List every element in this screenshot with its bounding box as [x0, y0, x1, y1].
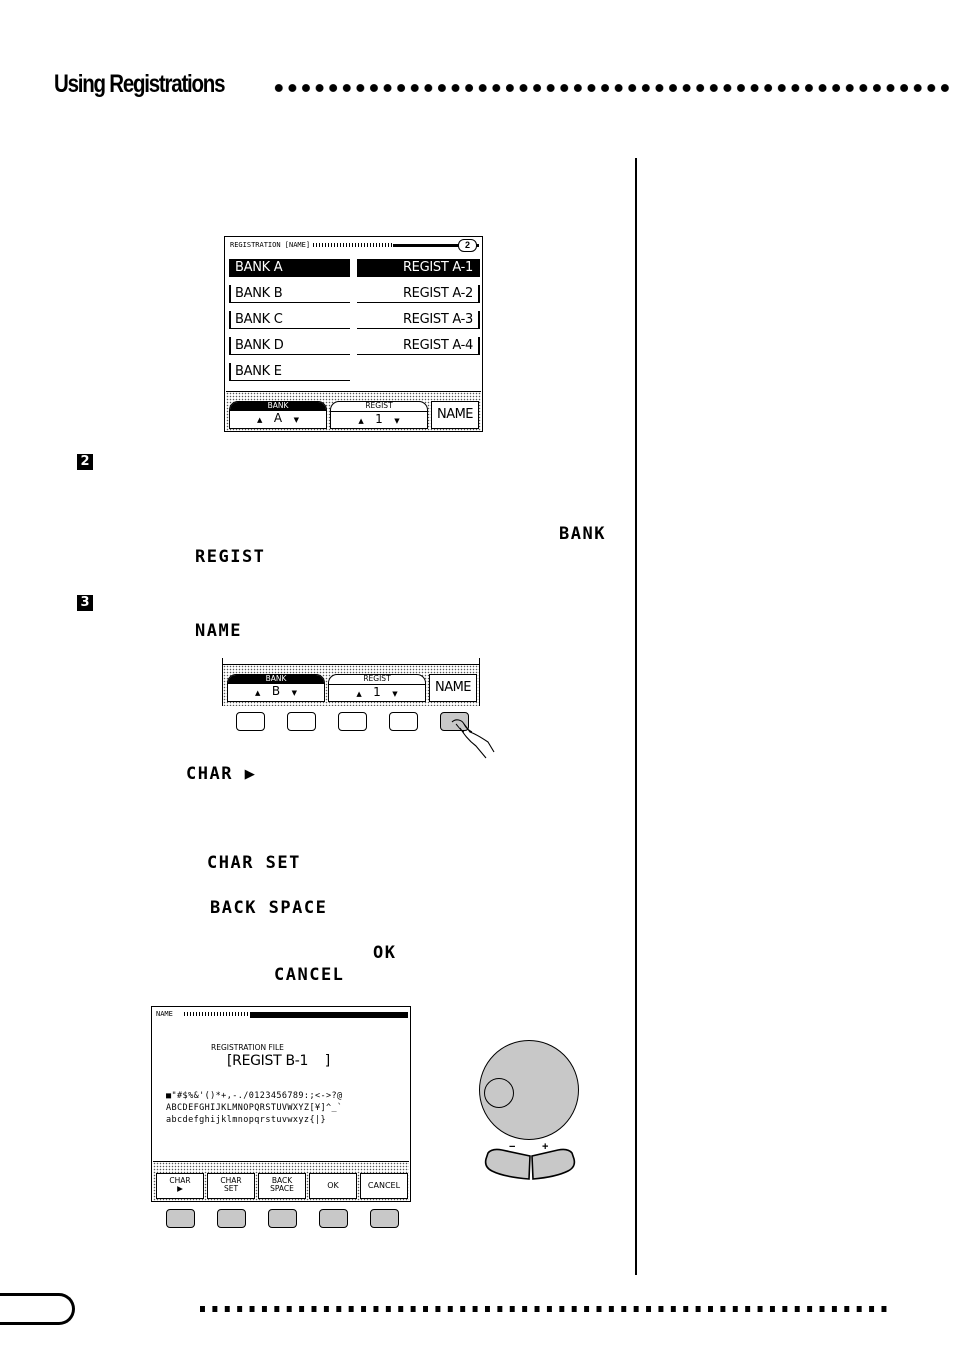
lcd-name-entry: NAME REGISTRATION FILE [REGIST B-1 ] ■"#… [151, 1006, 411, 1202]
panel-button-1[interactable] [236, 712, 265, 731]
softkey-charset-line1: CHAR [220, 1176, 242, 1185]
step-3-marker: 3 [77, 595, 93, 611]
softkey-regist-value: 1 [373, 685, 381, 699]
softkey-bank-label: BANK [228, 675, 324, 684]
lcd-title-bar [313, 243, 393, 247]
up-arrow-icon: ▲ [356, 690, 362, 698]
softkey-cancel[interactable]: CANCEL [360, 1173, 408, 1199]
title-dot-leader [272, 82, 954, 94]
regist-row-2[interactable]: REGIST A-2 [357, 285, 480, 303]
down-arrow-icon: ▼ [291, 689, 297, 697]
panel-button-4[interactable] [389, 712, 418, 731]
registration-file-label: REGISTRATION FILE [211, 1043, 284, 1052]
bank-row-a[interactable]: BANK A [229, 259, 350, 277]
cancel-keyword: CANCEL [274, 965, 345, 985]
bank-row-e[interactable]: BANK E [229, 363, 350, 381]
panel-button-2[interactable] [217, 1209, 246, 1228]
softkey-bank-value-row: ▲ B ▼ [228, 684, 324, 701]
lcd-title-rule [250, 1012, 408, 1018]
ok-keyword: OK [373, 943, 397, 963]
footer-dot-leader [200, 1306, 890, 1314]
minus-plus-buttons [484, 1148, 576, 1180]
panel-button-1[interactable] [166, 1209, 195, 1228]
up-arrow-icon: ▲ [255, 689, 261, 697]
softkey-bank[interactable]: BANK ▲ B ▼ [227, 674, 325, 702]
panel-button-4[interactable] [319, 1209, 348, 1228]
step-2-marker: 2 [77, 454, 93, 470]
softkey-regist-value: 1 [375, 412, 383, 426]
column-divider [635, 158, 637, 1275]
softkey-char-set[interactable]: CHAR SET [207, 1173, 255, 1199]
softkey-back-line2: SPACE [270, 1184, 294, 1193]
softkey-bank-value: B [271, 684, 281, 698]
softkey-name[interactable]: NAME [431, 401, 479, 429]
softkey-bank-value: A [273, 411, 283, 425]
softkey-regist-value-row: ▲ 1 ▼ [329, 685, 425, 702]
bank-row-c[interactable]: BANK C [229, 311, 350, 329]
minus-label: − [509, 1141, 516, 1153]
softkey-charset-line2: SET [223, 1184, 239, 1193]
panel-button-3[interactable] [268, 1209, 297, 1228]
bank-row-b[interactable]: BANK B [229, 285, 350, 303]
page-tab [0, 1293, 75, 1325]
charset-keyword: CHAR SET [207, 853, 301, 873]
name-keyword: NAME [195, 621, 242, 641]
regist-row-4[interactable]: REGIST A-4 [357, 337, 480, 355]
name-input-field[interactable]: [REGIST B-1 ] [227, 1053, 330, 1069]
lcd-title-bar [184, 1012, 250, 1016]
panel-button-3[interactable] [338, 712, 367, 731]
data-dial[interactable] [479, 1040, 579, 1140]
bank-keyword: BANK [559, 524, 606, 544]
up-arrow-icon: ▲ [257, 416, 263, 424]
softkey-regist[interactable]: REGIST ▲ 1 ▼ [330, 401, 428, 429]
up-arrow-icon: ▲ [358, 417, 364, 425]
softkey-name[interactable]: NAME [429, 674, 477, 702]
panel-button-2[interactable] [287, 712, 316, 731]
softkey-regist-label: REGIST [329, 675, 425, 685]
softkey-char-label: CHAR [169, 1176, 191, 1185]
char-table-row-3[interactable]: abcdefghijklmnopqrstuvwxyz{|} [166, 1115, 327, 1125]
softkey-back-space[interactable]: BACK SPACE [258, 1173, 306, 1199]
down-arrow-icon: ▼ [293, 416, 299, 424]
panel-button-5[interactable] [370, 1209, 399, 1228]
softkey-char[interactable]: CHAR ▶ [156, 1173, 204, 1199]
regist-row-3[interactable]: REGIST A-3 [357, 311, 480, 329]
softkey-regist[interactable]: REGIST ▲ 1 ▼ [328, 674, 426, 702]
char-table-row-2[interactable]: ABCDEFGHIJKLMNOPQRSTUVWXYZ[¥]^_` [166, 1103, 343, 1113]
softkey-regist-label: REGIST [331, 402, 427, 412]
down-arrow-icon: ▼ [394, 417, 400, 425]
softkey-bank[interactable]: BANK ▲ A ▼ [229, 401, 327, 429]
char-keyword: CHAR ▶ [186, 764, 257, 784]
bank-row-d[interactable]: BANK D [229, 337, 350, 355]
fragment-top-rule [223, 664, 479, 665]
page-number-badge: 2 [458, 239, 477, 252]
dial-finger-dimple [484, 1078, 514, 1108]
lcd-softkey-fragment: BANK ▲ B ▼ REGIST ▲ 1 ▼ NAME [222, 658, 480, 706]
softkey-back-line1: BACK [271, 1176, 293, 1185]
pressing-finger-icon [451, 719, 495, 759]
panel-button-5-pressed[interactable] [440, 712, 469, 731]
lcd-registration-name: REGISTRATION [NAME] 2 BANK A BANK B BANK… [224, 236, 483, 432]
softkey-regist-value-row: ▲ 1 ▼ [331, 412, 427, 429]
softkey-ok[interactable]: OK [309, 1173, 357, 1199]
page-title: Using Registrations [54, 70, 226, 98]
backspace-keyword: BACK SPACE [210, 898, 328, 918]
down-arrow-icon: ▼ [392, 690, 398, 698]
lcd-title-rule [393, 244, 479, 247]
softkey-bank-value-row: ▲ A ▼ [230, 411, 326, 428]
right-arrow-icon: ▶ [177, 1184, 183, 1193]
softkey-bank-label: BANK [230, 402, 326, 411]
char-table-row-1[interactable]: ■"#$%&'()*+,-./0123456789:;<->?@ [166, 1091, 343, 1101]
lcd-title: NAME [156, 1010, 173, 1018]
regist-keyword: REGIST [195, 547, 266, 567]
lcd-title: REGISTRATION [NAME] [230, 241, 311, 249]
plus-label: + [542, 1141, 549, 1153]
regist-row-1[interactable]: REGIST A-1 [357, 259, 480, 277]
